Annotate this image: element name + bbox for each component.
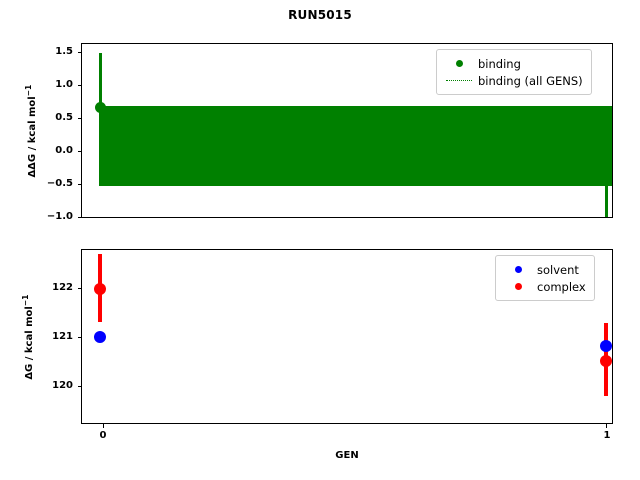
bottom-ytick-label-0: 122: [52, 282, 73, 293]
complex-marker-icon: [503, 283, 533, 290]
legend-item-complex[interactable]: complex: [503, 278, 586, 295]
bottom-ylabel: ΔG / kcal mol−1: [21, 262, 35, 412]
bottom-ytick-label-1: 121: [52, 331, 73, 342]
top-ytick-label-0: 1.5: [55, 46, 73, 57]
bottom-plot-legend[interactable]: solvent complex: [495, 255, 595, 301]
top-ylabel-text: ΔΔG / kcal mol: [27, 96, 39, 178]
bottom-ylabel-superscript: −1: [20, 294, 30, 307]
legend-label-binding-all-gens: binding (all GENS): [478, 73, 583, 88]
legend-item-solvent[interactable]: solvent: [503, 261, 586, 278]
bottom-ytick-mark-1: [77, 337, 81, 339]
bottom-ytick-label-2: 120: [52, 380, 73, 391]
complex-marker-gen0: [94, 283, 106, 295]
top-ylabel-superscript: −1: [23, 84, 33, 97]
binding-marker-gen0: [95, 102, 106, 113]
solvent-marker-gen1: [600, 340, 612, 352]
binding-marker-icon: [444, 60, 474, 67]
top-ytick-label-5: −1.0: [46, 211, 73, 222]
top-ytick-mark-4: [77, 184, 81, 186]
top-ytick-mark-3: [77, 151, 81, 153]
bottom-ytick-mark-2: [77, 386, 81, 388]
binding-marker-gen1: [601, 157, 612, 168]
legend-item-binding-all-gens[interactable]: binding (all GENS): [444, 72, 583, 89]
solvent-marker-icon: [503, 266, 533, 273]
legend-label-complex: complex: [537, 279, 586, 294]
legend-item-binding[interactable]: binding: [444, 55, 583, 72]
complex-marker-gen1: [600, 355, 612, 367]
xtick-label-1: 1: [603, 430, 611, 441]
binding-errorbar-gen0: [99, 53, 102, 186]
binding-all-gens-band: [99, 106, 612, 186]
top-ylabel: ΔΔG / kcal mol−1: [24, 56, 38, 206]
figure-title: RUN5015: [288, 8, 352, 22]
bottom-ytick-mark-0: [77, 288, 81, 290]
top-ytick-label-1: 1.0: [55, 79, 73, 90]
bottom-ylabel-text: ΔG / kcal mol: [24, 306, 36, 380]
top-ytick-mark-0: [77, 52, 81, 54]
dotted-line-icon: [444, 80, 474, 81]
top-ytick-mark-1: [77, 85, 81, 87]
top-ytick-label-2: 0.5: [55, 112, 73, 123]
xtick-label-0: 0: [99, 430, 107, 441]
solvent-marker-gen0: [94, 331, 106, 343]
top-ytick-label-4: −0.5: [46, 178, 73, 189]
x-axis-label: GEN: [335, 450, 359, 461]
top-ytick-label-3: 0.0: [55, 145, 73, 156]
xtick-mark-0: [103, 424, 105, 428]
top-ytick-mark-5: [77, 217, 81, 219]
legend-label-binding: binding: [478, 56, 521, 71]
binding-errorbar-gen1: [605, 162, 608, 217]
legend-label-solvent: solvent: [537, 262, 579, 277]
top-ytick-mark-2: [77, 118, 81, 120]
xtick-mark-1: [606, 424, 608, 428]
top-plot-legend[interactable]: binding binding (all GENS): [436, 49, 592, 95]
